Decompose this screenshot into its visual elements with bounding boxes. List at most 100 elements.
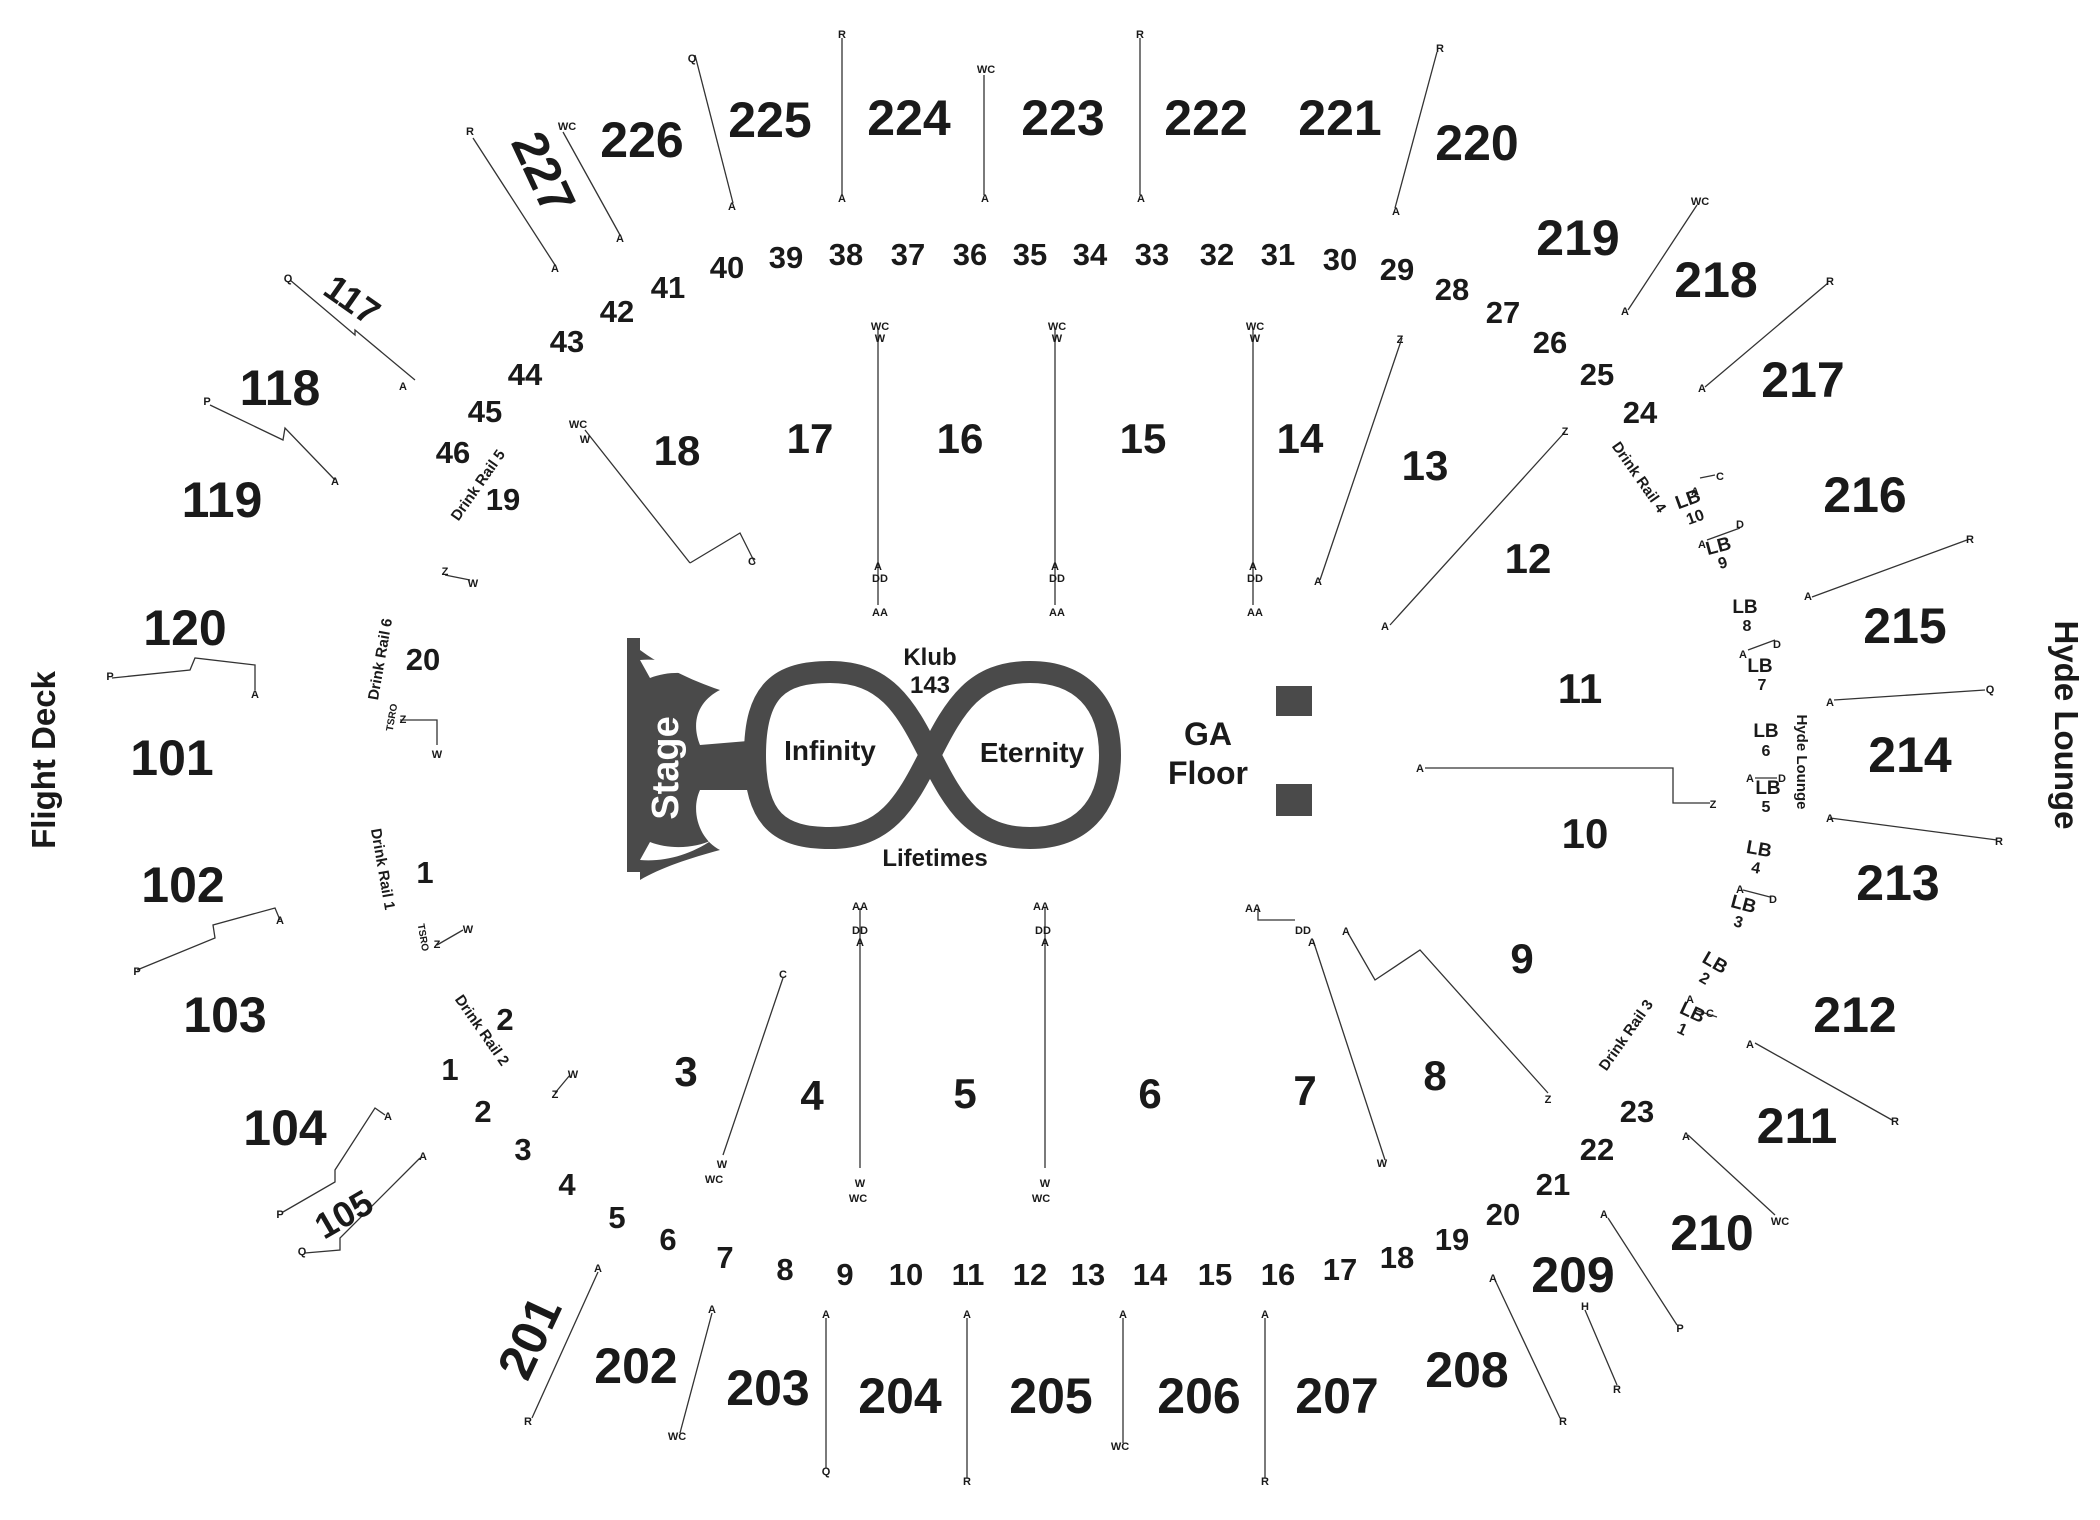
section-225[interactable]: 225 bbox=[728, 92, 811, 148]
section-211[interactable]: 211 bbox=[1757, 1098, 1838, 1154]
row-12[interactable]: 12 bbox=[1013, 1257, 1047, 1292]
klub-143-label[interactable]: Klub bbox=[903, 644, 956, 671]
section-118[interactable]: 118 bbox=[240, 360, 321, 416]
drink-rail-1[interactable]: Drink Rail 1 bbox=[367, 827, 398, 911]
row-17[interactable]: 17 bbox=[1323, 1252, 1357, 1287]
row-32[interactable]: 32 bbox=[1200, 237, 1234, 272]
section-104[interactable]: 104 bbox=[243, 1100, 327, 1156]
row-21[interactable]: 21 bbox=[1536, 1167, 1570, 1202]
ga-floor[interactable]: GA Floor bbox=[1168, 686, 1312, 816]
section-214[interactable]: 214 bbox=[1868, 727, 1952, 783]
row-2-rail[interactable]: 2 bbox=[496, 1002, 513, 1037]
section-206[interactable]: 206 bbox=[1157, 1368, 1240, 1424]
row-43[interactable]: 43 bbox=[550, 324, 584, 359]
row-22[interactable]: 22 bbox=[1580, 1132, 1614, 1167]
row-41[interactable]: 41 bbox=[651, 270, 685, 305]
row-31[interactable]: 31 bbox=[1261, 237, 1295, 272]
section-220[interactable]: 220 bbox=[1435, 115, 1518, 171]
row-37[interactable]: 37 bbox=[891, 237, 925, 272]
section-219[interactable]: 219 bbox=[1536, 210, 1619, 266]
row-29[interactable]: 29 bbox=[1380, 252, 1414, 287]
section-204[interactable]: 204 bbox=[858, 1368, 942, 1424]
row-9[interactable]: 9 bbox=[836, 1257, 853, 1292]
section-11[interactable]: 11 bbox=[1558, 665, 1602, 712]
section-8[interactable]: 8 bbox=[1423, 1052, 1446, 1099]
section-15[interactable]: 15 bbox=[1120, 415, 1167, 462]
section-120[interactable]: 120 bbox=[143, 600, 226, 656]
row-18[interactable]: 18 bbox=[1380, 1240, 1414, 1275]
section-210[interactable]: 210 bbox=[1670, 1205, 1753, 1261]
row-20-rail[interactable]: 20 bbox=[406, 642, 440, 677]
section-212[interactable]: 212 bbox=[1813, 987, 1896, 1043]
section-12[interactable]: 12 bbox=[1505, 535, 1552, 582]
row-1[interactable]: 1 bbox=[441, 1052, 458, 1087]
section-4[interactable]: 4 bbox=[800, 1072, 824, 1119]
lb-8-label[interactable]: LB bbox=[1732, 597, 1757, 618]
section-18[interactable]: 18 bbox=[654, 427, 701, 474]
section-7[interactable]: 7 bbox=[1293, 1067, 1316, 1114]
section-5[interactable]: 5 bbox=[953, 1070, 976, 1117]
row-33[interactable]: 33 bbox=[1135, 237, 1169, 272]
drink-rail-4[interactable]: Drink Rail 4 bbox=[1608, 439, 1670, 517]
row-24[interactable]: 24 bbox=[1623, 395, 1658, 430]
section-9[interactable]: 9 bbox=[1510, 935, 1533, 982]
lb-5-label[interactable]: LB bbox=[1755, 778, 1780, 799]
row-7[interactable]: 7 bbox=[716, 1240, 733, 1275]
row-45[interactable]: 45 bbox=[468, 394, 502, 429]
section-209[interactable]: 209 bbox=[1531, 1247, 1614, 1303]
section-207[interactable]: 207 bbox=[1295, 1368, 1378, 1424]
row-35[interactable]: 35 bbox=[1013, 237, 1047, 272]
row-38[interactable]: 38 bbox=[829, 237, 863, 272]
hyde-lounge-label[interactable]: Hyde Lounge bbox=[2048, 620, 2085, 829]
flight-deck-label[interactable]: Flight Deck bbox=[25, 670, 62, 849]
section-223[interactable]: 223 bbox=[1021, 90, 1104, 146]
row-13[interactable]: 13 bbox=[1071, 1257, 1105, 1292]
row-26[interactable]: 26 bbox=[1533, 325, 1567, 360]
section-16[interactable]: 16 bbox=[937, 415, 984, 462]
section-218[interactable]: 218 bbox=[1674, 252, 1757, 308]
section-227[interactable]: 227 bbox=[500, 123, 586, 222]
section-215[interactable]: 215 bbox=[1863, 598, 1946, 654]
section-119[interactable]: 119 bbox=[182, 472, 263, 528]
section-226[interactable]: 226 bbox=[600, 112, 683, 168]
row-1-rail[interactable]: 1 bbox=[416, 855, 433, 890]
section-101[interactable]: 101 bbox=[130, 730, 213, 786]
row-44[interactable]: 44 bbox=[508, 357, 543, 392]
section-117[interactable]: 117 bbox=[317, 266, 388, 333]
section-213[interactable]: 213 bbox=[1856, 855, 1939, 911]
infinity-loop[interactable]: Infinity Eternity Lifetimes bbox=[743, 660, 1122, 872]
section-102[interactable]: 102 bbox=[141, 857, 224, 913]
row-28[interactable]: 28 bbox=[1435, 272, 1469, 307]
row-15[interactable]: 15 bbox=[1198, 1257, 1232, 1292]
section-10[interactable]: 10 bbox=[1562, 810, 1609, 857]
row-19[interactable]: 19 bbox=[1435, 1222, 1469, 1257]
drink-rail-6[interactable]: Drink Rail 6 bbox=[365, 617, 396, 701]
row-23[interactable]: 23 bbox=[1620, 1094, 1654, 1129]
row-40[interactable]: 40 bbox=[710, 250, 744, 285]
row-34[interactable]: 34 bbox=[1073, 237, 1108, 272]
row-27[interactable]: 27 bbox=[1486, 295, 1520, 330]
row-46[interactable]: 46 bbox=[436, 435, 470, 470]
row-30[interactable]: 30 bbox=[1323, 242, 1357, 277]
row-3[interactable]: 3 bbox=[514, 1132, 531, 1167]
row-36[interactable]: 36 bbox=[953, 237, 987, 272]
section-202[interactable]: 202 bbox=[594, 1338, 677, 1394]
section-203[interactable]: 203 bbox=[726, 1360, 809, 1416]
section-14[interactable]: 14 bbox=[1277, 415, 1324, 462]
drink-rail-3[interactable]: Drink Rail 3 bbox=[1596, 997, 1657, 1074]
section-3[interactable]: 3 bbox=[674, 1048, 697, 1095]
row-39[interactable]: 39 bbox=[769, 240, 803, 275]
row-20[interactable]: 20 bbox=[1486, 1197, 1520, 1232]
row-11[interactable]: 11 bbox=[952, 1257, 985, 1292]
section-201[interactable]: 201 bbox=[487, 1288, 573, 1387]
section-217[interactable]: 217 bbox=[1761, 352, 1844, 408]
section-222[interactable]: 222 bbox=[1164, 90, 1247, 146]
section-216[interactable]: 216 bbox=[1823, 467, 1906, 523]
row-8[interactable]: 8 bbox=[776, 1252, 793, 1287]
section-6[interactable]: 6 bbox=[1138, 1070, 1161, 1117]
row-19-rail[interactable]: 19 bbox=[486, 482, 520, 517]
lb-6-label[interactable]: LB bbox=[1753, 721, 1778, 742]
row-10[interactable]: 10 bbox=[889, 1257, 923, 1292]
lb-7-label[interactable]: LB bbox=[1747, 656, 1772, 677]
section-17[interactable]: 17 bbox=[787, 415, 834, 462]
